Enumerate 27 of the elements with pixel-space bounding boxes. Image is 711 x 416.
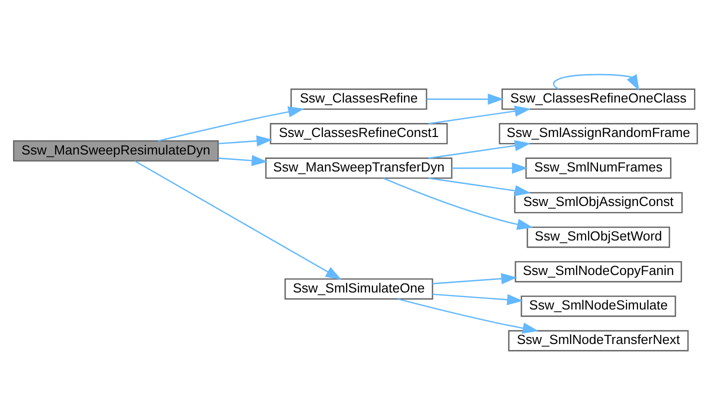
node-box: Ssw_SmlObjSetWord [526, 226, 670, 248]
node-box: Ssw_SmlNodeTransferNext [508, 330, 689, 352]
arrow [218, 135, 272, 146]
node-box: Ssw_ClassesRefineConst1 [270, 123, 448, 144]
node-box: Ssw_ManSweepResimulateDyn [13, 140, 219, 162]
arrow [428, 106, 531, 124]
arrow [432, 273, 518, 284]
arrow [398, 298, 539, 334]
arrow [218, 155, 268, 166]
node-box: Ssw_SmlNodeCopyFanin [514, 261, 682, 282]
arrow [432, 294, 524, 306]
arrow [452, 162, 528, 174]
arrow [134, 160, 342, 280]
node-box: Ssw_SmlSimulateOne [284, 278, 434, 300]
node-box: Ssw_SmlAssignRandomFrame [498, 123, 698, 144]
arrow [428, 140, 531, 159]
node-box: Ssw_SmlNumFrames [525, 158, 672, 179]
node-box: Ssw_ClassesRefine [290, 88, 428, 110]
arrow [552, 74, 640, 91]
node-box: Ssw_ClassesRefineOneClass [502, 88, 696, 110]
node-box: Ssw_ManSweepTransferDyn [265, 158, 452, 179]
arrow [428, 178, 531, 196]
arrow [158, 106, 304, 142]
node-box: Ssw_SmlObjAssignConst [514, 192, 683, 214]
arrow [426, 94, 504, 105]
arrow [383, 178, 534, 230]
node-box: Ssw_SmlNodeSimulate [520, 296, 676, 317]
